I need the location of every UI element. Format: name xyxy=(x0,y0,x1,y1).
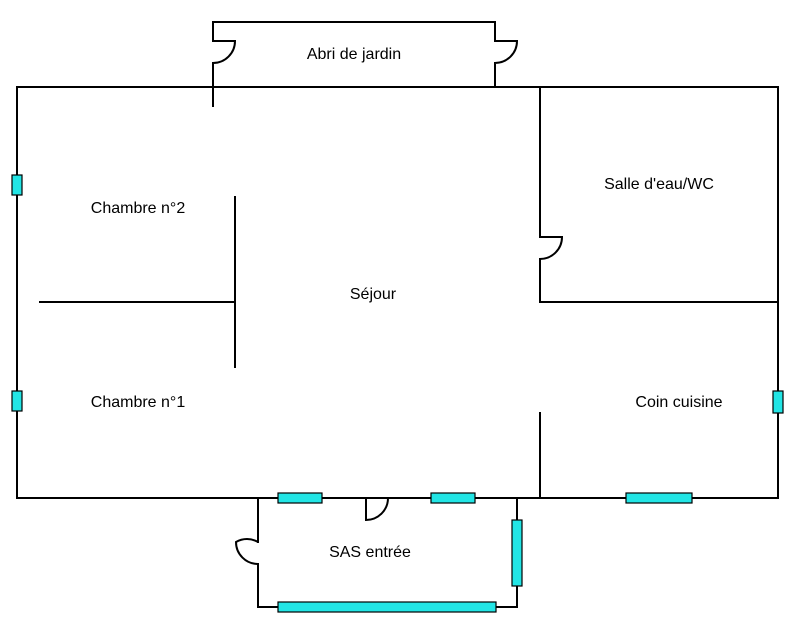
window-south-mid xyxy=(430,492,476,504)
room-label-chambre2: Chambre n°2 xyxy=(91,200,186,217)
entrance-main-door xyxy=(365,497,389,522)
window-west-lower xyxy=(11,390,23,412)
shed-door-left xyxy=(212,40,237,87)
room-label-abri: Abri de jardin xyxy=(307,46,401,63)
room-label-sejour: Séjour xyxy=(350,286,397,303)
window-west-upper xyxy=(11,174,23,196)
window-south-kitchen xyxy=(625,492,693,504)
garden-shed-walls xyxy=(212,21,496,107)
room-label-coin-cuisine: Coin cuisine xyxy=(635,394,722,411)
bathroom-door xyxy=(539,236,564,260)
room-label-chambre1: Chambre n°1 xyxy=(91,394,186,411)
window-east xyxy=(772,390,784,414)
room-label-salle-eau: Salle d'eau/WC xyxy=(604,176,714,193)
outer-walls xyxy=(16,86,779,499)
room-label-sas: SAS entrée xyxy=(329,544,411,561)
window-entrance-south xyxy=(277,601,497,613)
interior-walls xyxy=(39,86,779,499)
shed-door-right xyxy=(494,40,519,87)
entrance-side-door xyxy=(234,538,259,565)
window-south-left xyxy=(277,492,323,504)
window-entrance-east xyxy=(511,519,523,587)
windows xyxy=(11,174,784,613)
